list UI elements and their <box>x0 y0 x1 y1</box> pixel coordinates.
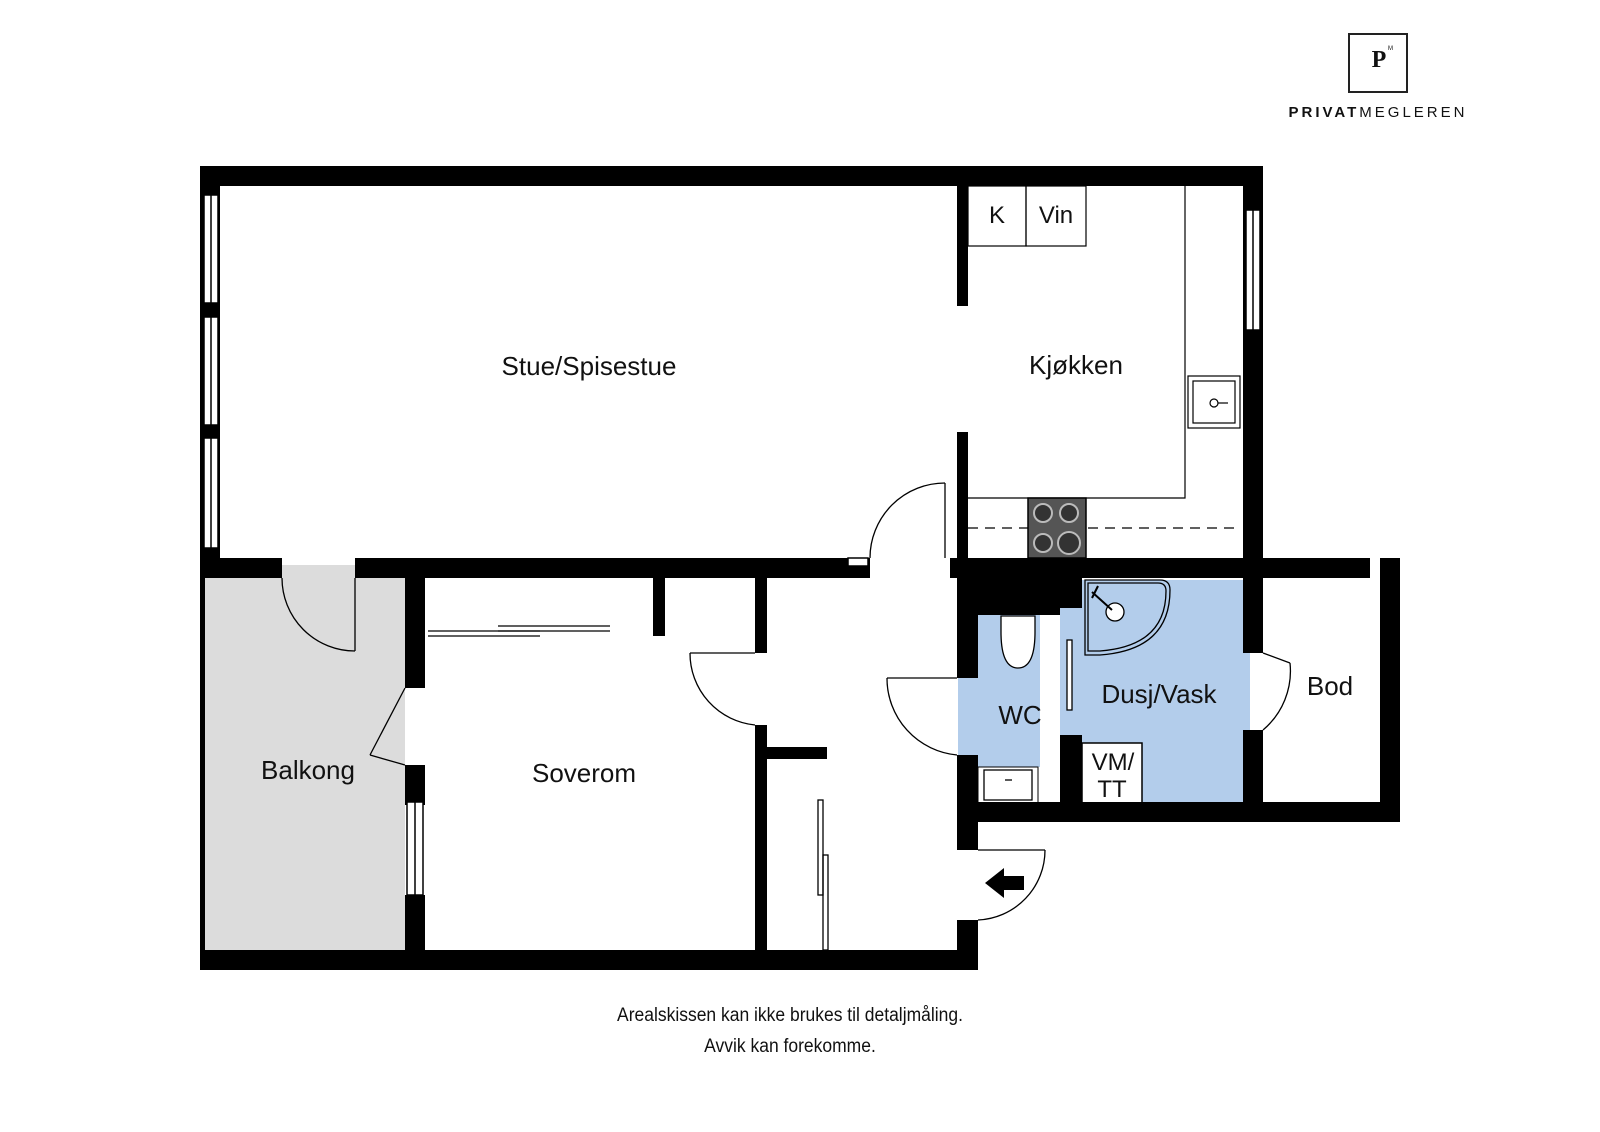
disclaimer-note: Arealskissen kan ikke brukes til detaljm… <box>500 1000 1080 1062</box>
windows <box>203 194 1261 896</box>
brand-name-regular: MEGLEREN <box>1359 104 1468 121</box>
room-label-wc: WC <box>998 700 1042 730</box>
room-label-kjokken: Kjøkken <box>1029 350 1123 380</box>
room-label-bod: Bod <box>1306 671 1354 701</box>
vm-tt-box <box>1081 742 1143 806</box>
entrance-arrow-icon <box>985 868 1024 898</box>
room-label-stue: Stue/Spisestue <box>501 351 677 381</box>
brand-logo-tm: M <box>1388 46 1393 52</box>
room-label-k: K <box>988 202 1006 229</box>
disclaimer-line-1: Arealskissen kan ikke brukes til detaljm… <box>617 1005 963 1026</box>
toilet-icon <box>1000 615 1036 669</box>
stove-icon <box>1027 497 1087 559</box>
room-label-balkong: Balkong <box>261 755 355 785</box>
room-label-dusj: Dusj/Vask <box>1101 679 1217 709</box>
disclaimer-line-2: Avvik kan forekomme. <box>704 1036 876 1057</box>
room-label-soverom: Soverom <box>531 758 637 788</box>
balcony-floor <box>205 565 405 955</box>
brand-name: PRIVATMEGLEREN <box>1283 104 1473 121</box>
brand-logo: P M <box>1348 33 1408 93</box>
room-label-vm: VM/ <box>1091 749 1135 776</box>
room-label-tt: TT <box>1097 776 1127 803</box>
shower-icon <box>1084 579 1171 656</box>
doors <box>281 482 1292 951</box>
bathroom-fixtures <box>983 579 1171 801</box>
brand-name-bold: PRIVAT <box>1288 104 1360 121</box>
brand-logo-letter: P <box>1371 47 1387 73</box>
room-label-vin: Vin <box>1038 202 1074 229</box>
